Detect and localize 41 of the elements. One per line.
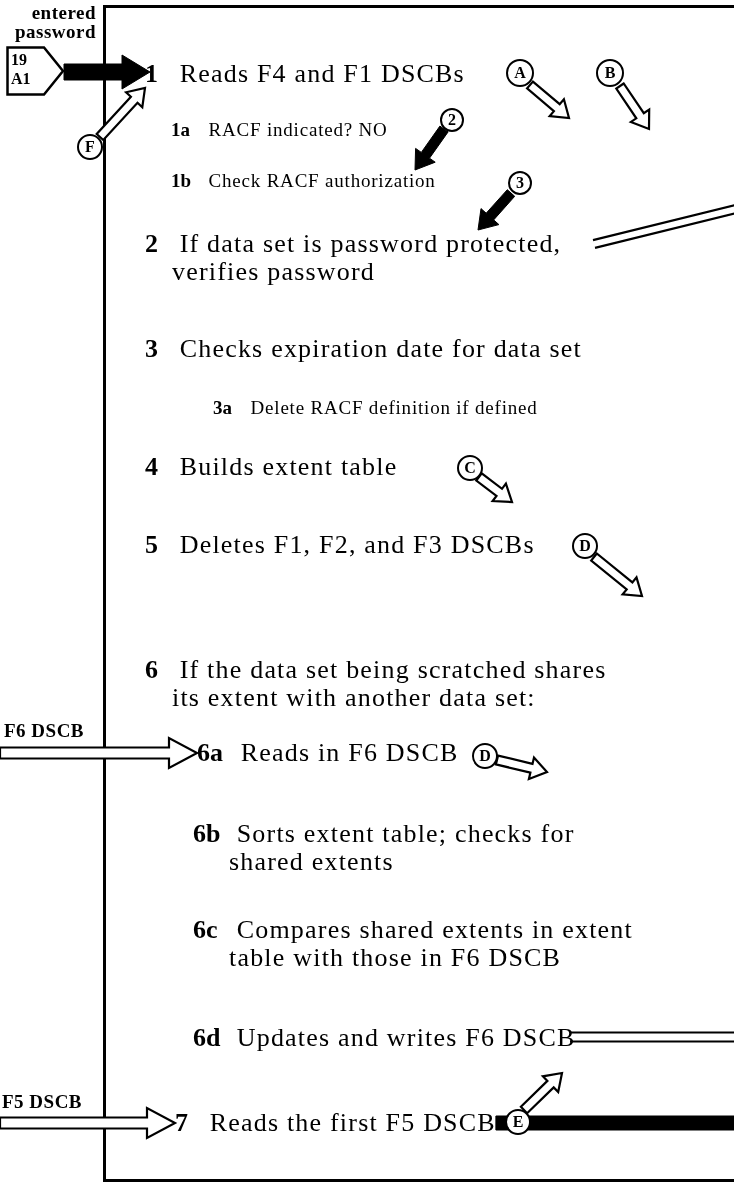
arrow — [525, 80, 571, 120]
connector-circle: E — [505, 1109, 531, 1135]
connector-circle: C — [457, 455, 483, 481]
step-text: 3a Delete RACF definition if defined — [213, 397, 538, 419]
arrow — [95, 86, 147, 142]
step-text: 6a Reads in F6 DSCB — [197, 739, 459, 767]
connector-circle: D — [572, 533, 598, 559]
connector-circle: F — [77, 134, 103, 160]
arrow — [614, 81, 651, 131]
connector-circle: 2 — [440, 108, 464, 132]
flow-line — [591, 203, 734, 249]
step-text: 6c Compares shared extents in extent table with those in F6 DSCB — [193, 916, 674, 972]
connector-circle: D — [472, 743, 498, 769]
flow-line — [495, 1115, 734, 1131]
connector-circle: B — [596, 59, 624, 87]
step-text: 6 If the data set being scratched shares its extent with another data set: — [145, 656, 627, 712]
step-text: 6d Updates and writes F6 DSCB — [193, 1024, 576, 1052]
off-page-connector: 19 A1 — [6, 46, 64, 96]
arrow — [494, 754, 549, 781]
step-text: 6b Sorts extent table; checks for shared extents — [193, 820, 629, 876]
step-text: 7 Reads the first F5 DSCB — [175, 1109, 496, 1137]
step-text: 2 If data set is password protected, verifies password — [145, 230, 594, 286]
arrow — [474, 471, 514, 504]
step-text: 4 Builds extent table — [145, 453, 398, 481]
connector-circle: 3 — [508, 171, 532, 195]
arrow — [0, 736, 200, 770]
arrow — [477, 189, 516, 231]
step-text: 1a RACF indicated? NO — [171, 119, 388, 141]
arrow — [63, 54, 151, 90]
step-text: 3 Checks expiration date for data set — [145, 335, 582, 363]
arrow — [414, 125, 449, 171]
arrow — [0, 1106, 178, 1140]
edge-label: F5 DSCB — [2, 1092, 83, 1111]
step-text: 5 Deletes F1, F2, and F3 DSCBs — [145, 531, 535, 559]
step-text: 1 Reads F4 and F1 DSCBs — [145, 60, 465, 88]
arrow — [589, 551, 644, 598]
edge-label: F6 DSCB — [4, 721, 85, 740]
arrow — [519, 1071, 564, 1115]
connector-circle: A — [506, 59, 534, 87]
note-text: entered password — [13, 3, 96, 41]
step-text: 1b Check RACF authorization — [171, 170, 436, 192]
